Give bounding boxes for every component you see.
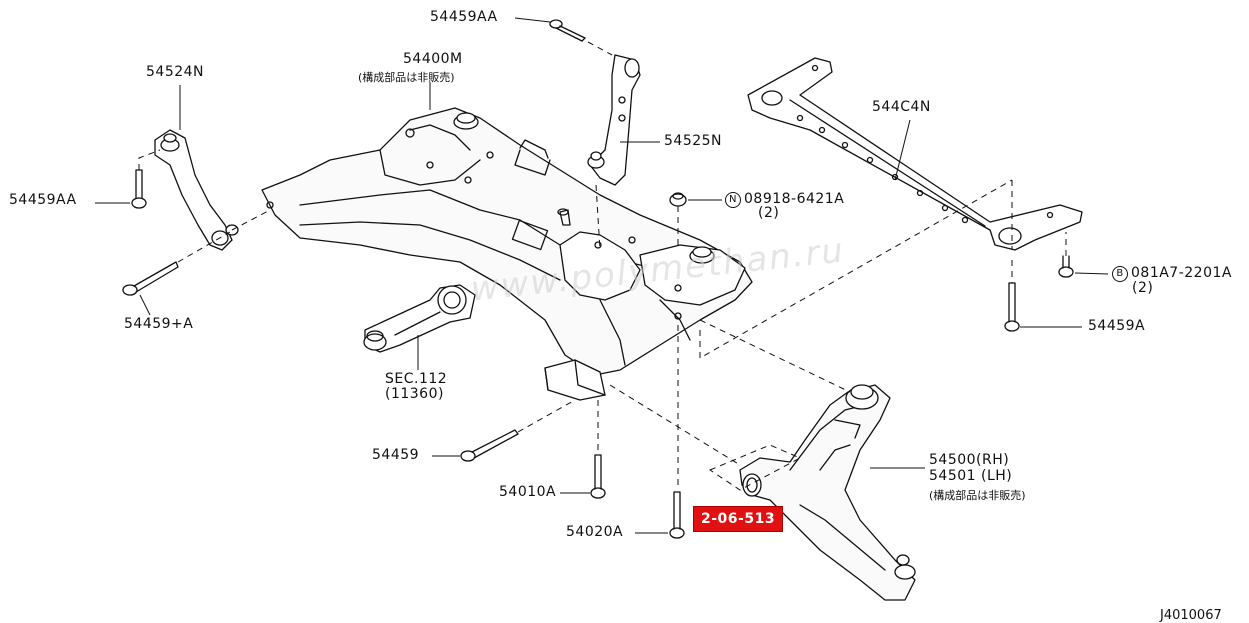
nut-081a7	[1058, 255, 1074, 278]
label-54524n: 54524N	[146, 64, 205, 80]
label-54459plusa: 54459+A	[124, 316, 194, 332]
torque-rod-sec112	[363, 284, 476, 353]
label-08918-number: 08918-6421A	[744, 191, 845, 207]
label-54501: 54501 (LH)	[929, 468, 1013, 484]
diagram-code: J4010067	[1160, 608, 1222, 623]
lower-arm-54500	[739, 384, 916, 601]
label-54500-note: (構成部品は非販売)	[929, 489, 1026, 502]
bracket-54524n	[154, 129, 239, 251]
label-54400m: 54400M	[403, 51, 463, 67]
link-54525n	[587, 54, 641, 186]
label-54459aa-top: 54459AA	[430, 9, 498, 25]
bolt-54010a	[590, 454, 606, 499]
nut-08918	[669, 192, 687, 207]
part-number-badge[interactable]: 2-06-513	[693, 506, 784, 532]
stiffener-544c4n	[747, 57, 1083, 251]
label-54020a: 54020A	[566, 524, 624, 540]
label-54459a: 54459A	[1088, 318, 1146, 334]
bolt-54020a	[669, 491, 685, 539]
label-544c4n: 544C4N	[872, 99, 931, 115]
label-sec112: SEC.112	[385, 371, 448, 387]
subframe-54400m	[261, 107, 753, 401]
label-54459aa-left: 54459AA	[9, 192, 77, 208]
label-54400m-note: (構成部品は非販売)	[358, 71, 455, 84]
label-sec112-sub: (11360)	[385, 386, 444, 402]
label-54010a: 54010A	[499, 484, 557, 500]
b-circle-icon: B	[1112, 266, 1128, 282]
label-08918-qty: (2)	[758, 205, 780, 221]
label-081a7-qty: (2)	[1132, 280, 1154, 296]
label-54500: 54500(RH)	[929, 452, 1010, 468]
bolt-54459aa-top	[549, 19, 586, 42]
bolt-54459	[460, 429, 519, 462]
bolt-54459aa-left	[131, 169, 147, 209]
label-54459: 54459	[372, 447, 420, 463]
label-54525n: 54525N	[664, 133, 723, 149]
n-circle-icon: N	[725, 192, 741, 208]
bolt-54459a	[1004, 282, 1020, 332]
bolt-54459plusa	[122, 261, 179, 296]
label-081a7-number: 081A7-2201A	[1131, 265, 1232, 281]
